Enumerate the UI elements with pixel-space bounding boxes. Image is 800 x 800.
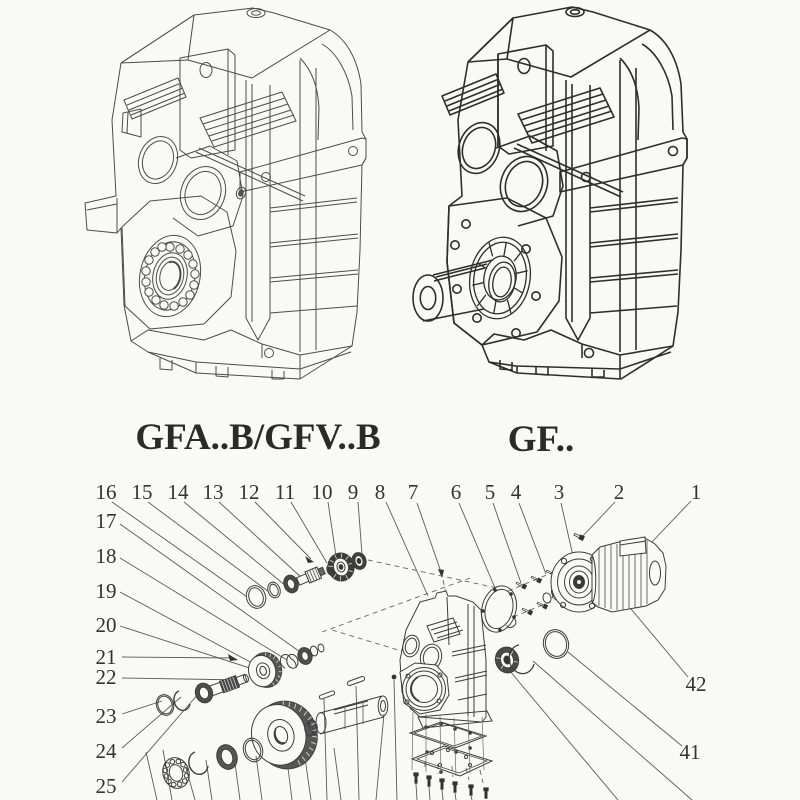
svg-text:14: 14 — [168, 480, 190, 504]
svg-text:5: 5 — [485, 480, 496, 504]
svg-text:19: 19 — [96, 579, 117, 603]
svg-text:20: 20 — [96, 613, 117, 637]
svg-text:10: 10 — [312, 480, 333, 504]
svg-text:2: 2 — [614, 480, 625, 504]
svg-text:4: 4 — [511, 480, 522, 504]
svg-text:42: 42 — [686, 672, 707, 696]
svg-text:11: 11 — [275, 480, 295, 504]
svg-text:24: 24 — [96, 739, 118, 763]
svg-text:41: 41 — [680, 740, 701, 764]
svg-text:17: 17 — [96, 509, 117, 533]
svg-text:8: 8 — [375, 480, 386, 504]
svg-text:9: 9 — [348, 480, 359, 504]
svg-text:23: 23 — [96, 704, 117, 728]
svg-text:GF..: GF.. — [508, 419, 574, 460]
svg-text:18: 18 — [96, 544, 117, 568]
svg-text:13: 13 — [203, 480, 224, 504]
svg-text:GFA..B/GFV..B: GFA..B/GFV..B — [135, 417, 380, 458]
svg-text:12: 12 — [239, 480, 260, 504]
svg-text:3: 3 — [554, 480, 565, 504]
svg-text:16: 16 — [96, 480, 117, 504]
svg-text:22: 22 — [96, 665, 117, 689]
svg-text:21: 21 — [96, 645, 117, 669]
svg-text:25: 25 — [96, 774, 117, 798]
svg-text:15: 15 — [132, 480, 153, 504]
svg-text:1: 1 — [691, 480, 702, 504]
svg-text:7: 7 — [408, 480, 419, 504]
svg-text:6: 6 — [451, 480, 462, 504]
